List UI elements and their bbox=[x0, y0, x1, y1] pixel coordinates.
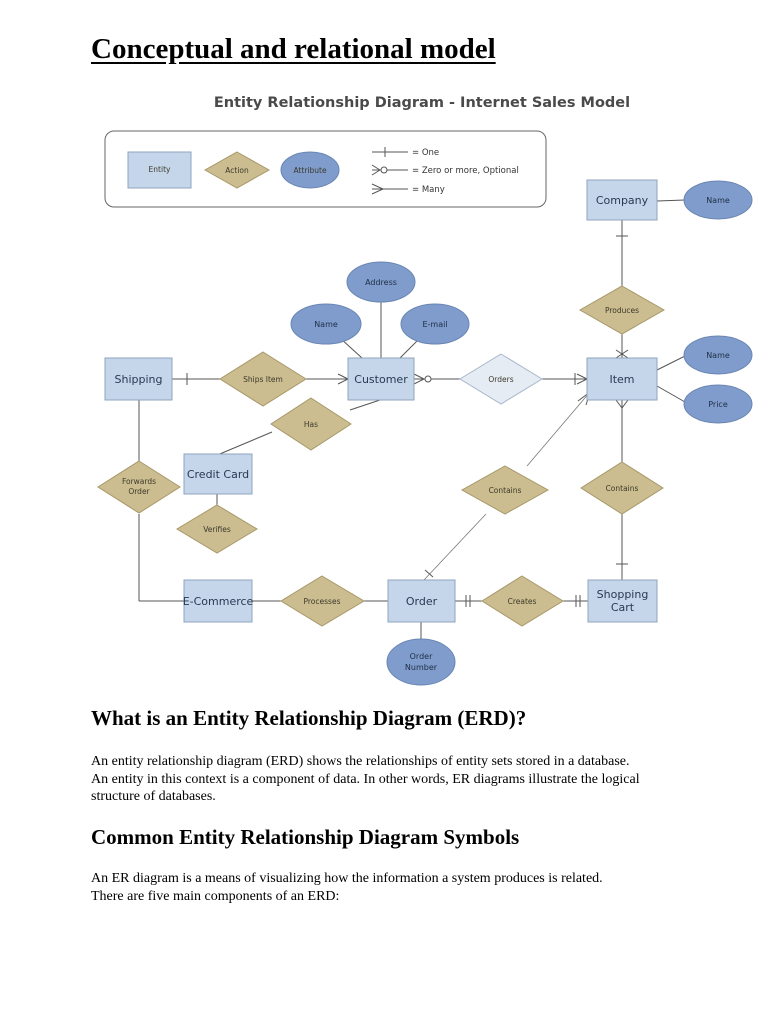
action-forwards-order bbox=[97, 460, 181, 514]
attribute-email bbox=[400, 303, 470, 345]
legend-entity-symbol bbox=[127, 151, 192, 189]
attribute-item-name-label: Name bbox=[706, 351, 730, 360]
action-orders-label: Orders bbox=[488, 375, 513, 384]
attributes: Name Address Name E-mail Name Price Orde… bbox=[290, 180, 753, 686]
entity-shopping-cart bbox=[587, 579, 658, 623]
entity-customer bbox=[347, 357, 415, 401]
action-has-label: Has bbox=[304, 420, 318, 429]
action-has bbox=[270, 397, 352, 451]
section-paragraph-erd-symbols: An ER diagram is a means of visualizing … bbox=[91, 870, 711, 905]
legend-attribute-label: Attribute bbox=[293, 166, 327, 175]
entity-customer-label: Customer bbox=[354, 373, 408, 386]
entities: Company Shipping Customer Item Credit Ca… bbox=[104, 179, 658, 623]
attribute-address bbox=[346, 261, 416, 303]
paragraph-line: An entity in this context is a component… bbox=[91, 771, 640, 787]
entity-order-label: Order bbox=[406, 595, 438, 608]
paragraph-line: There are five main components of an ERD… bbox=[91, 888, 340, 904]
attribute-price-label: Price bbox=[708, 400, 728, 409]
legend-entity-label: Entity bbox=[149, 165, 171, 174]
entity-ecommerce bbox=[183, 579, 253, 623]
legend-action-symbol bbox=[203, 151, 271, 189]
entity-shipping bbox=[104, 357, 173, 401]
action-processes bbox=[280, 575, 365, 627]
action-contains-order bbox=[460, 465, 550, 515]
attribute-company-name bbox=[683, 180, 753, 220]
entity-order bbox=[387, 579, 456, 623]
action-orders bbox=[459, 353, 543, 405]
connectors bbox=[138, 199, 686, 639]
attribute-price bbox=[683, 384, 753, 424]
action-verifies-label: Verifies bbox=[203, 525, 231, 534]
entity-shopping-cart-label-2: Cart bbox=[611, 601, 635, 614]
actions: Produces Ships Item Orders Has Forwards … bbox=[97, 285, 666, 627]
attribute-email-label: E-mail bbox=[422, 320, 447, 329]
legend-attribute-symbol bbox=[280, 151, 340, 189]
action-processes-label: Processes bbox=[304, 597, 341, 606]
legend-many-label: = Many bbox=[412, 185, 445, 195]
action-ships-item-label: Ships Item bbox=[243, 375, 283, 384]
entity-shopping-cart-label-1: Shopping bbox=[597, 588, 649, 601]
attribute-address-label: Address bbox=[365, 278, 397, 287]
action-contains-cart bbox=[580, 461, 664, 515]
attribute-order-number-label-1: Order bbox=[410, 652, 433, 661]
action-forwards-order-label-1: Forwards bbox=[122, 477, 156, 486]
erd-diagram-title: Entity Relationship Diagram - Internet S… bbox=[214, 95, 630, 111]
section-paragraph-what-is-erd: An entity relationship diagram (ERD) sho… bbox=[91, 753, 711, 806]
paragraph-line: An entity relationship diagram (ERD) sho… bbox=[91, 754, 630, 769]
attribute-company-name-label: Name bbox=[706, 196, 730, 205]
attribute-customer-name bbox=[290, 303, 362, 345]
section-heading-erd-symbols: Common Entity Relationship Diagram Symbo… bbox=[91, 825, 520, 849]
legend-one-label: = One bbox=[412, 148, 439, 158]
action-creates bbox=[481, 575, 564, 627]
section-heading-what-is-erd: What is an Entity Relationship Diagram (… bbox=[91, 706, 527, 730]
action-ships-item bbox=[219, 351, 307, 407]
legend-action-label: Action bbox=[225, 166, 249, 175]
entity-company bbox=[586, 179, 658, 221]
attribute-order-number-label-2: Number bbox=[405, 663, 438, 672]
paragraph-line: An ER diagram is a means of visualizing … bbox=[91, 871, 603, 886]
legend-zero-or-more-label: = Zero or more, Optional bbox=[412, 166, 519, 176]
entity-credit-card-label: Credit Card bbox=[187, 468, 249, 481]
attribute-item-name bbox=[683, 335, 753, 375]
entity-item-label: Item bbox=[609, 373, 634, 386]
entity-shipping-label: Shipping bbox=[115, 373, 163, 386]
attribute-customer-name-label: Name bbox=[314, 320, 338, 329]
entity-credit-card bbox=[183, 453, 253, 495]
erd-diagram: Entity Relationship Diagram - Internet S… bbox=[97, 95, 753, 686]
attribute-order-number bbox=[386, 638, 456, 686]
action-contains-order-label: Contains bbox=[489, 486, 522, 495]
legend: Entity Action Attribute = One = Zero or … bbox=[104, 130, 547, 208]
entity-company-label: Company bbox=[596, 194, 649, 207]
action-produces-label: Produces bbox=[605, 306, 639, 315]
action-verifies bbox=[176, 504, 258, 554]
action-produces bbox=[578, 285, 666, 335]
entity-ecommerce-label: E-Commerce bbox=[183, 595, 254, 608]
entity-item bbox=[586, 357, 658, 401]
action-forwards-order-label-2: Order bbox=[128, 487, 150, 496]
action-creates-label: Creates bbox=[508, 597, 537, 606]
document-title: Conceptual and relational model bbox=[91, 33, 496, 65]
paragraph-line: structure of databases. bbox=[91, 789, 216, 804]
action-contains-cart-label: Contains bbox=[606, 484, 639, 493]
